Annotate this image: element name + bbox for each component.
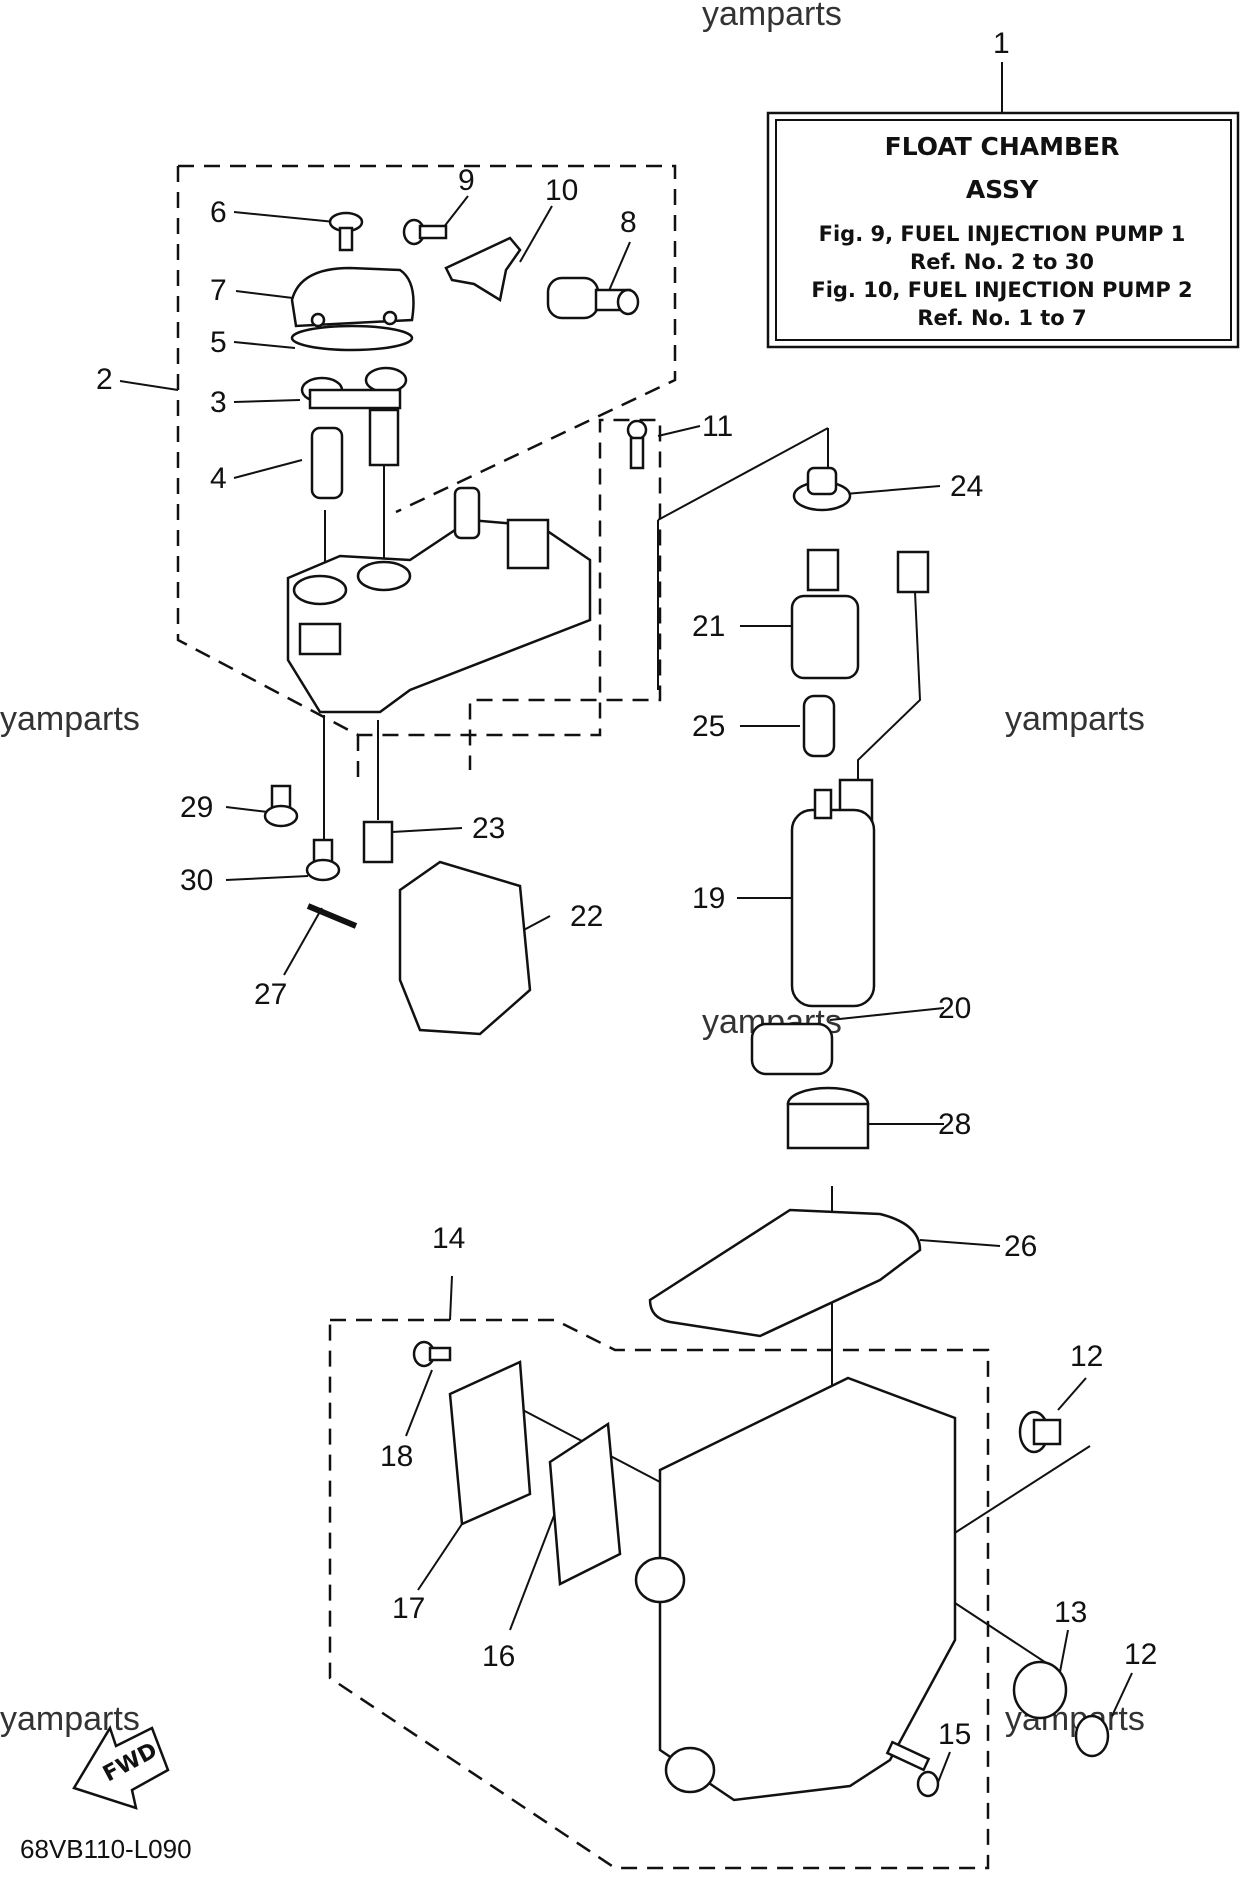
part-holder-28 (786, 1086, 870, 1150)
note-title-line2: ASSY (966, 175, 1039, 204)
float-chamber-note: 1 FLOAT CHAMBER ASSY Fig. 9, FUEL INJECT… (766, 27, 1240, 349)
callout-8: 8 (620, 206, 637, 239)
callout-28: 28 (938, 1108, 971, 1141)
callout-12-top: 12 (1070, 1340, 1103, 1373)
part-clamp-10 (444, 236, 522, 303)
callout-5: 5 (210, 326, 227, 359)
part-valve-23 (362, 820, 394, 864)
part-filter-4 (310, 408, 400, 500)
note-line2: Ref. No. 2 to 30 (910, 250, 1094, 274)
part-bolt-15 (885, 1740, 940, 1798)
note-line4: Ref. No. 1 to 7 (917, 306, 1086, 330)
watermark-left-bottom: yamparts (0, 1700, 140, 1738)
watermark-right-mid: yamparts (1005, 700, 1145, 738)
callout-20: 20 (938, 992, 971, 1025)
callout-23: 23 (472, 812, 505, 845)
part-screw-30 (305, 838, 341, 882)
part-grommet-13 (1012, 1660, 1068, 1720)
part-gasket-5 (290, 324, 414, 352)
part-connector-wire (838, 550, 930, 826)
callout-3: 3 (210, 386, 227, 419)
part-sensor-8 (546, 276, 640, 320)
part-cover-22 (398, 860, 532, 1036)
callout-21: 21 (692, 610, 725, 643)
note-title-line1: FLOAT CHAMBER (885, 132, 1120, 161)
note-line1: Fig. 9, FUEL INJECTION PUMP 1 (819, 222, 1186, 246)
part-fuel-pump-19 (790, 788, 876, 1008)
callout-14: 14 (432, 1222, 465, 1255)
note-line3: Fig. 10, FUEL INJECTION PUMP 2 (811, 278, 1192, 302)
part-gasket-16 (548, 1421, 622, 1586)
callout-18: 18 (380, 1440, 413, 1473)
part-screw-11 (626, 419, 648, 470)
callout-26: 26 (1004, 1230, 1037, 1263)
callout-9: 9 (458, 164, 475, 197)
part-screw-6 (328, 211, 364, 252)
part-bracket-3 (300, 366, 408, 410)
callout-numbers: 2 3 4 5 6 7 8 9 10 11 24 21 25 19 20 28 … (96, 164, 1157, 1751)
forward-direction-arrow: FWD (72, 1725, 170, 1810)
lower-assembly-boundary (328, 1318, 990, 1870)
callout-16: 16 (482, 1640, 515, 1673)
callout-12-bottom: 12 (1124, 1638, 1157, 1671)
part-cover-7 (290, 266, 415, 328)
callout-19: 19 (692, 882, 725, 915)
callout-4: 4 (210, 462, 227, 495)
callout-25: 25 (692, 710, 725, 743)
diagram-code: 68VB110-L090 (20, 1834, 192, 1864)
part-gasket-26 (648, 1208, 922, 1338)
callout-15: 15 (938, 1718, 971, 1751)
part-grommet-24 (792, 466, 852, 512)
callout-6: 6 (210, 196, 227, 229)
callout-13: 13 (1054, 1596, 1087, 1629)
part-grommet-12-bottom (1074, 1714, 1110, 1758)
callout-27: 27 (254, 978, 287, 1011)
upper-assembly-boundary (176, 164, 677, 780)
callout-1: 1 (993, 27, 1010, 60)
part-screw-29 (263, 784, 299, 828)
part-plate-17 (448, 1360, 532, 1526)
part-grommet-12-top (1018, 1410, 1062, 1454)
callout-17: 17 (392, 1592, 425, 1625)
part-float-chamber (634, 1376, 957, 1802)
callout-30: 30 (180, 864, 213, 897)
callout-29: 29 (180, 791, 213, 824)
part-pin-27 (306, 903, 358, 929)
part-seal-25 (802, 694, 836, 758)
watermark-top: yamparts (702, 0, 842, 33)
part-damper-21 (790, 548, 860, 680)
watermark-left-mid: yamparts (0, 700, 140, 738)
part-pump-housing (286, 486, 592, 714)
part-screw-18 (412, 1340, 452, 1368)
callout-7: 7 (210, 274, 227, 307)
callout-10: 10 (545, 174, 578, 207)
callout-22: 22 (570, 900, 603, 933)
part-filter-20 (750, 1022, 834, 1076)
leader-lines (119, 195, 1133, 1791)
callout-24: 24 (950, 470, 983, 503)
part-bolt-9 (402, 218, 448, 246)
callout-11: 11 (702, 410, 733, 443)
callout-2: 2 (96, 363, 113, 396)
